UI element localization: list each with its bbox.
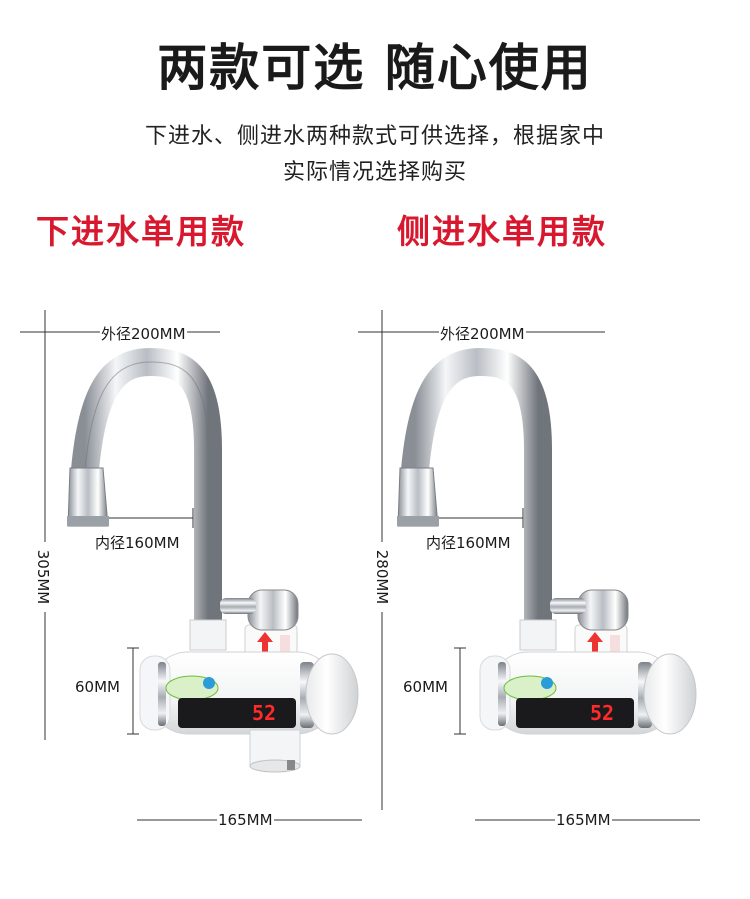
height-label: 280MM xyxy=(373,542,391,612)
outer-diameter-label: 外径200MM xyxy=(100,323,187,344)
variant-label-bottom-inlet: 下进水单用款 xyxy=(36,212,246,251)
faucet-bottom-inlet-illustration: 52 xyxy=(20,310,362,821)
body-height-label: 60MM xyxy=(402,678,449,696)
inner-diameter-label: 内径160MM xyxy=(425,532,512,553)
body-height-label: 60MM xyxy=(74,678,121,696)
outer-diameter-label: 外径200MM xyxy=(439,323,526,344)
faucet-side-inlet-illustration: 52 xyxy=(358,310,700,821)
subtitle-line-1: 下进水、侧进水两种款式可供选择，根据家中 xyxy=(144,124,605,149)
inner-diameter-label: 内径160MM xyxy=(94,532,181,553)
subtitle-line-2: 实际情况选择购买 xyxy=(282,160,467,185)
temperature-display: 52 xyxy=(590,701,614,725)
temperature-display: 52 xyxy=(252,701,276,725)
width-label: 165MM xyxy=(555,811,612,829)
width-label: 165MM xyxy=(217,811,274,829)
page-title: 两款可选 随心使用 xyxy=(157,39,593,97)
variant-label-side-inlet: 侧进水单用款 xyxy=(397,212,607,251)
height-label: 305MM xyxy=(34,542,52,612)
